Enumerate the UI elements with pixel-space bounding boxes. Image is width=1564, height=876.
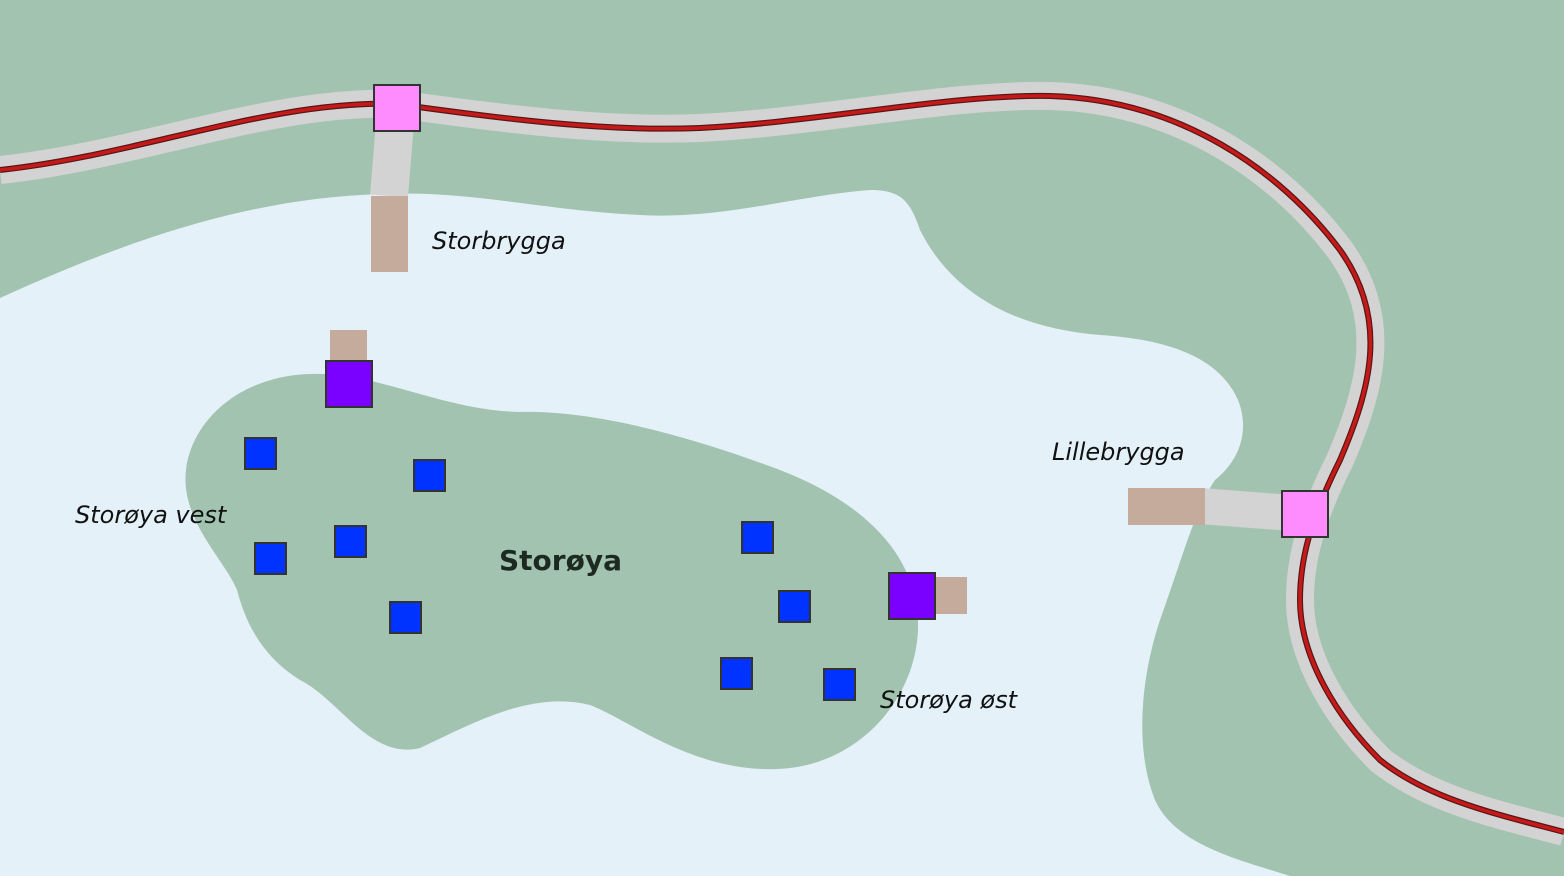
pier-lillebrygga bbox=[1128, 488, 1205, 525]
ferry-stop-storoya-ost-icon[interactable] bbox=[888, 572, 936, 620]
station-lillebrygga-icon[interactable] bbox=[1281, 490, 1329, 538]
label-storbrygga: Storbrygga bbox=[432, 227, 566, 255]
label-lillebrygga: Lillebrygga bbox=[1052, 438, 1185, 466]
ferry-stop-storoya-vest-icon[interactable] bbox=[325, 360, 373, 408]
building-icon bbox=[334, 525, 367, 558]
label-storoya-vest: Storøya vest bbox=[75, 501, 228, 529]
pier-storoya-ost bbox=[934, 577, 967, 614]
building-icon bbox=[741, 521, 774, 554]
pier-storbrygga bbox=[371, 196, 408, 272]
building-icon bbox=[244, 437, 277, 470]
building-icon bbox=[389, 601, 422, 634]
building-icon bbox=[720, 657, 753, 690]
label-storoya-ost: Storøya øst bbox=[880, 686, 1019, 714]
building-icon bbox=[778, 590, 811, 623]
building-icon bbox=[413, 459, 446, 492]
station-storbrygga-icon[interactable] bbox=[373, 84, 421, 132]
pier-storoya-vest bbox=[330, 330, 367, 362]
building-icon bbox=[823, 668, 856, 701]
building-icon bbox=[254, 542, 287, 575]
label-storoya: Storøya bbox=[499, 544, 622, 577]
